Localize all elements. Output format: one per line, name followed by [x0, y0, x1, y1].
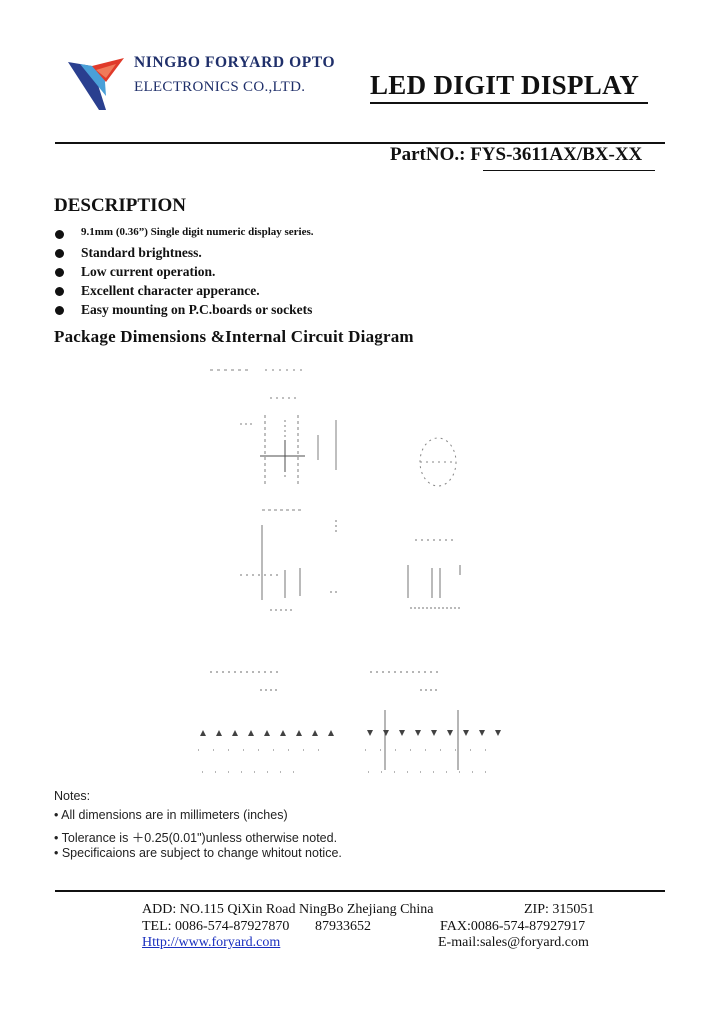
bullet-icon: [55, 287, 64, 296]
zip-code: ZIP: 315051: [524, 902, 595, 917]
bullet-icon: [55, 230, 64, 239]
note-item: • All dimensions are in millimeters (inc…: [54, 808, 288, 822]
footer-tel-line: TEL: 0086-574-87927870: [142, 919, 289, 935]
package-circuit-diagram: [190, 360, 530, 790]
end-view-drawing: [407, 539, 461, 609]
bullet-icon: [55, 249, 64, 258]
bullet-icon: [55, 306, 64, 315]
list-item: Low current operation.: [54, 264, 314, 283]
note-item: • Tolerance is ＋0.25(0.01")unless otherw…: [54, 831, 338, 845]
notes-heading: Notes:: [54, 789, 91, 803]
description-list: 9.1mm (0.36”) Single digit numeric displ…: [54, 226, 314, 321]
footer-address-line: ADD: NO.115 QiXin Road NingBo Zhejiang C…: [142, 902, 434, 918]
fax-number: FAX:0086-574-87927917: [440, 919, 586, 934]
header-divider: [55, 142, 665, 144]
notes-section: Notes: • All dimensions are in millimete…: [54, 789, 342, 865]
digit-outline-drawing: [419, 437, 457, 487]
tel-label: TEL:: [142, 919, 172, 934]
bullet-icon: [55, 268, 64, 277]
company-name-line2: ELECTRONICS CO.,LTD.: [134, 79, 306, 95]
note-item: • Specificaions are subject to change wh…: [54, 846, 342, 860]
address: NO.115 QiXin Road NingBo Zhejiang China: [179, 902, 434, 917]
telephone-2: 87933652: [315, 919, 371, 934]
email-address[interactable]: E-mail:sales@foryard.com: [438, 935, 589, 950]
side-view-drawing: [240, 520, 340, 611]
description-heading: DESCRIPTION: [54, 195, 186, 216]
footer-divider: [55, 890, 665, 892]
list-item: 9.1mm (0.36”) Single digit numeric displ…: [54, 226, 314, 245]
package-heading: Package Dimensions &Internal Circuit Dia…: [54, 327, 414, 346]
company-name-line1: NINGBO FORYARD OPTO: [134, 54, 336, 71]
part-number-line: PartNO.: FYS-3611AX/BX-XX: [390, 144, 642, 166]
title-underline: [370, 102, 648, 104]
document-title: LED DIGIT DISPLAY: [370, 70, 640, 100]
list-item: Standard brightness.: [54, 245, 314, 264]
circuit-common-cathode: [365, 671, 501, 773]
part-number-label: PartNO.:: [390, 144, 471, 165]
part-number-underline: [483, 170, 655, 171]
part-number: FYS-3611AX/BX-XX: [470, 144, 643, 165]
telephone-1: 0086-574-87927870: [175, 919, 290, 934]
circuit-common-anode: [198, 671, 334, 773]
address-label: ADD:: [142, 902, 177, 917]
front-view-drawing: [210, 369, 337, 511]
list-item: Excellent character apperance.: [54, 283, 314, 302]
website-link[interactable]: Http://www.foryard.com: [142, 935, 281, 950]
company-logo: [66, 56, 128, 114]
list-item: Easy mounting on P.C.boards or sockets: [54, 302, 314, 321]
